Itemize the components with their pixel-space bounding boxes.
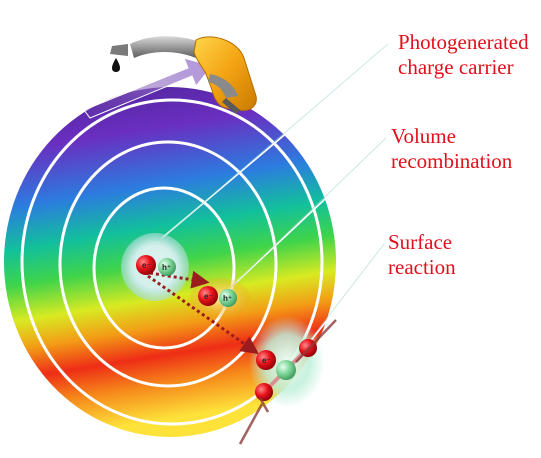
electron-label: e⁻ [142, 261, 151, 270]
ring-outer [20, 98, 324, 426]
nozzle-handle [208, 74, 238, 98]
nozzle-hose [130, 36, 200, 58]
electron-recombination: e⁻ [198, 286, 218, 306]
migration-paths [147, 270, 259, 355]
path-to-surface [147, 274, 259, 355]
ring-inner [92, 186, 236, 350]
label-volume-recombination: Volume recombination [391, 124, 512, 174]
electron-label: e⁻ [262, 356, 271, 365]
label-surface-reaction: Surface reaction [388, 230, 456, 280]
ring-middle [58, 140, 278, 388]
electron-center: e⁻ [136, 255, 156, 275]
electron-surface: e⁻ [256, 350, 276, 370]
electron-label: e⁻ [204, 292, 213, 301]
oil-drop-icon [112, 58, 120, 72]
label-line: charge carrier [398, 55, 514, 79]
hole-center: h⁺ [158, 258, 176, 276]
purple-flow-arrow [83, 57, 213, 119]
leader-volume [227, 139, 389, 291]
label-line: reaction [388, 255, 456, 279]
hole-recombination: h⁺ [219, 289, 237, 307]
nozzle-trigger [222, 98, 240, 114]
hole-label: h⁺ [162, 263, 171, 272]
label-photogenerated-charge-carrier: Photogenerated charge carrier [398, 30, 529, 80]
label-line: Volume [391, 124, 456, 148]
label-line: recombination [391, 149, 513, 173]
nozzle-spout [110, 44, 128, 56]
hole-label: h⁺ [223, 294, 232, 303]
label-line: Surface [388, 230, 453, 254]
label-line: Photogenerated [398, 30, 529, 54]
surface-arrows [238, 319, 337, 445]
fuel-nozzle-icon [110, 36, 257, 114]
concentric-rings [20, 98, 324, 426]
